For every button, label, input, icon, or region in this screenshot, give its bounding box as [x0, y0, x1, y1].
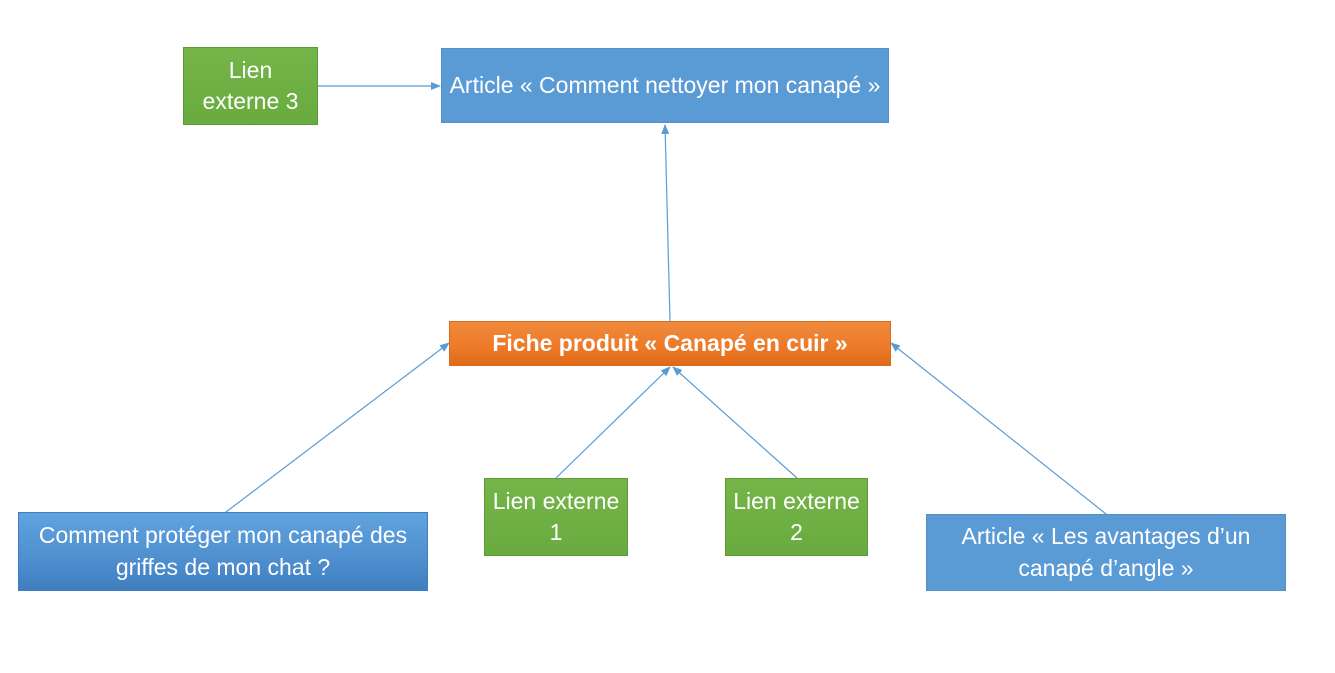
node-lien-externe-3-label: Lien externe 3	[202, 56, 299, 114]
node-article-avantages-label: Article « Les avantages d’un canapé d’an…	[961, 523, 1251, 581]
arrow-article-avantages-fiche-produit	[890, 342, 1116, 523]
node-lien-externe-1-label: Lien externe 1	[492, 487, 620, 545]
node-article-nettoyer-label: Article « Comment nettoyer mon canapé »	[449, 71, 881, 98]
node-proteger-canape: Comment protéger mon canapé des griffes …	[18, 512, 428, 591]
node-lien-externe-1: Lien externe 1	[484, 478, 628, 556]
node-lien-externe-2: Lien externe 2	[725, 478, 868, 556]
arrow-lien2-to-fiche-produit	[672, 366, 798, 479]
node-fiche-produit: Fiche produit « Canapé en cuir »	[449, 321, 891, 366]
node-lien-externe-2-label: Lien externe 2	[733, 487, 860, 545]
arrow-proteger-fiche-produit	[216, 342, 450, 521]
node-fiche-produit-label: Fiche produit « Canapé en cuir »	[492, 329, 848, 356]
node-article-avantages: Article « Les avantages d’un canapé d’an…	[926, 514, 1286, 591]
node-lien-externe-3: Lien externe 3	[183, 47, 318, 125]
node-proteger-canape-label: Comment protéger mon canapé des griffes …	[38, 522, 408, 580]
arrow-article-nettoyer-fiche-produit	[661, 124, 675, 331]
node-article-nettoyer: Article « Comment nettoyer mon canapé »	[441, 48, 889, 123]
arrow-lien1-to-fiche-produit	[555, 366, 671, 479]
